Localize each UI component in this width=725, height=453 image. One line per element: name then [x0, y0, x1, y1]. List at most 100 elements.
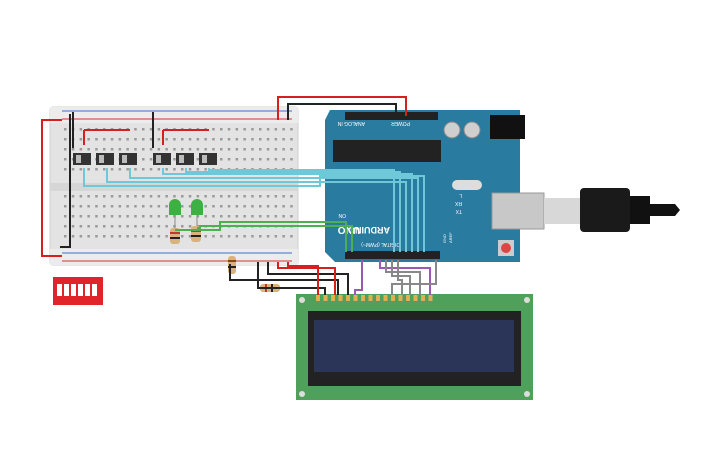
breadboard-hole: [196, 168, 200, 171]
breadboard-hole: [134, 225, 137, 228]
breadboard-hole: [157, 225, 161, 228]
breadboard-hole: [259, 235, 262, 238]
breadboard-hole: [149, 225, 153, 228]
breadboard-hole: [118, 195, 122, 198]
breadboard-hole: [181, 148, 184, 151]
breadboard-hole: [149, 195, 153, 198]
breadboard-hole: [204, 138, 207, 141]
breadboard-hole: [126, 148, 129, 151]
breadboard-hole: [282, 148, 285, 151]
lcd-display[interactable]: [296, 294, 533, 400]
usb-cable-icon[interactable]: [544, 188, 680, 232]
breadboard-hole: [274, 235, 278, 238]
breadboard-hole: [87, 225, 90, 228]
breadboard-hole: [220, 205, 223, 208]
breadboard-hole: [64, 138, 67, 141]
breadboard-hole: [134, 195, 137, 198]
breadboard-hole: [87, 235, 90, 238]
breadboard-hole: [188, 148, 192, 151]
reset-button-icon[interactable]: [498, 240, 514, 256]
lcd-pin: [413, 295, 418, 301]
breadboard-hole: [235, 158, 239, 161]
breadboard-hole: [181, 205, 184, 208]
breadboard-hole: [282, 195, 285, 198]
breadboard-hole: [165, 235, 168, 238]
breadboard-hole: [266, 235, 270, 238]
aref-label: AREF: [448, 232, 453, 243]
breadboard-hole: [188, 138, 192, 141]
breadboard-hole: [126, 138, 129, 141]
breadboard-hole: [95, 148, 98, 151]
breadboard-hole: [165, 225, 168, 228]
arduino-board[interactable]: ARDUINO UNO ANALOG IN POWER DIGITAL (PWM…: [325, 110, 545, 262]
breadboard-hole: [181, 215, 184, 218]
breadboard-hole: [181, 225, 184, 228]
lcd-pin: [428, 295, 433, 301]
breadboard-hole: [196, 148, 200, 151]
breadboard-hole: [251, 205, 254, 208]
breadboard-hole: [118, 215, 122, 218]
lcd-pin: [361, 295, 365, 301]
breadboard-hole: [173, 168, 176, 171]
digital-header: DIGITAL (PWM~): [361, 241, 400, 247]
breadboard-hole: [118, 225, 122, 228]
breadboard-hole: [266, 205, 270, 208]
lcd-pin: [406, 295, 410, 301]
breadboard-hole: [71, 215, 75, 218]
breadboard-hole: [64, 128, 67, 131]
breadboard-hole: [251, 138, 254, 141]
breadboard-hole: [188, 235, 192, 238]
breadboard-hole: [235, 138, 239, 141]
breadboard-hole: [212, 235, 215, 238]
breadboard-hole: [220, 128, 223, 131]
breadboard-hole: [243, 158, 246, 161]
breadboard-hole: [157, 128, 161, 131]
breadboard-hole: [157, 195, 161, 198]
breadboard-hole: [204, 168, 207, 171]
breadboard-hole: [204, 235, 207, 238]
breadboard-hole: [212, 138, 215, 141]
breadboard-hole: [103, 225, 106, 228]
lcd-pin: [316, 295, 320, 301]
breadboard-hole: [290, 235, 293, 238]
breadboard-hole: [266, 148, 270, 151]
breadboard-hole: [71, 225, 75, 228]
breadboard-hole: [181, 195, 184, 198]
breadboard-hole: [243, 138, 246, 141]
led-icon[interactable]: [169, 199, 203, 230]
breadboard-hole: [173, 158, 176, 161]
breadboard-hole: [227, 158, 231, 161]
breadboard-hole: [157, 215, 161, 218]
breadboard-hole: [126, 225, 129, 228]
breadboard-hole: [126, 215, 129, 218]
breadboard-hole: [165, 195, 168, 198]
breadboard-hole: [126, 195, 129, 198]
breadboard-hole: [290, 195, 293, 198]
breadboard-hole: [173, 138, 176, 141]
breadboard-hole: [235, 128, 239, 131]
breadboard-hole: [227, 235, 231, 238]
breadboard-hole: [79, 205, 83, 208]
breadboard-hole: [290, 148, 293, 151]
breadboard-hole: [71, 195, 75, 198]
breadboard-hole: [134, 215, 137, 218]
breadboard-hole: [95, 235, 98, 238]
breadboard-hole: [103, 215, 106, 218]
breadboard-hole: [142, 168, 145, 171]
breadboard-hole: [220, 158, 223, 161]
power-header: POWER: [391, 120, 410, 126]
breadboard-hole: [251, 195, 254, 198]
breadboard-hole: [79, 138, 83, 141]
breadboard-hole: [274, 158, 278, 161]
dip-switch[interactable]: [53, 277, 103, 305]
breadboard-hole: [251, 158, 254, 161]
breadboard-hole: [142, 148, 145, 151]
slide-switches[interactable]: [73, 153, 217, 165]
breadboard-hole: [173, 215, 176, 218]
breadboard-hole: [212, 215, 215, 218]
breadboard-hole: [79, 195, 83, 198]
breadboard-hole: [79, 128, 83, 131]
breadboard-hole: [110, 205, 114, 208]
breadboard-hole: [266, 215, 270, 218]
